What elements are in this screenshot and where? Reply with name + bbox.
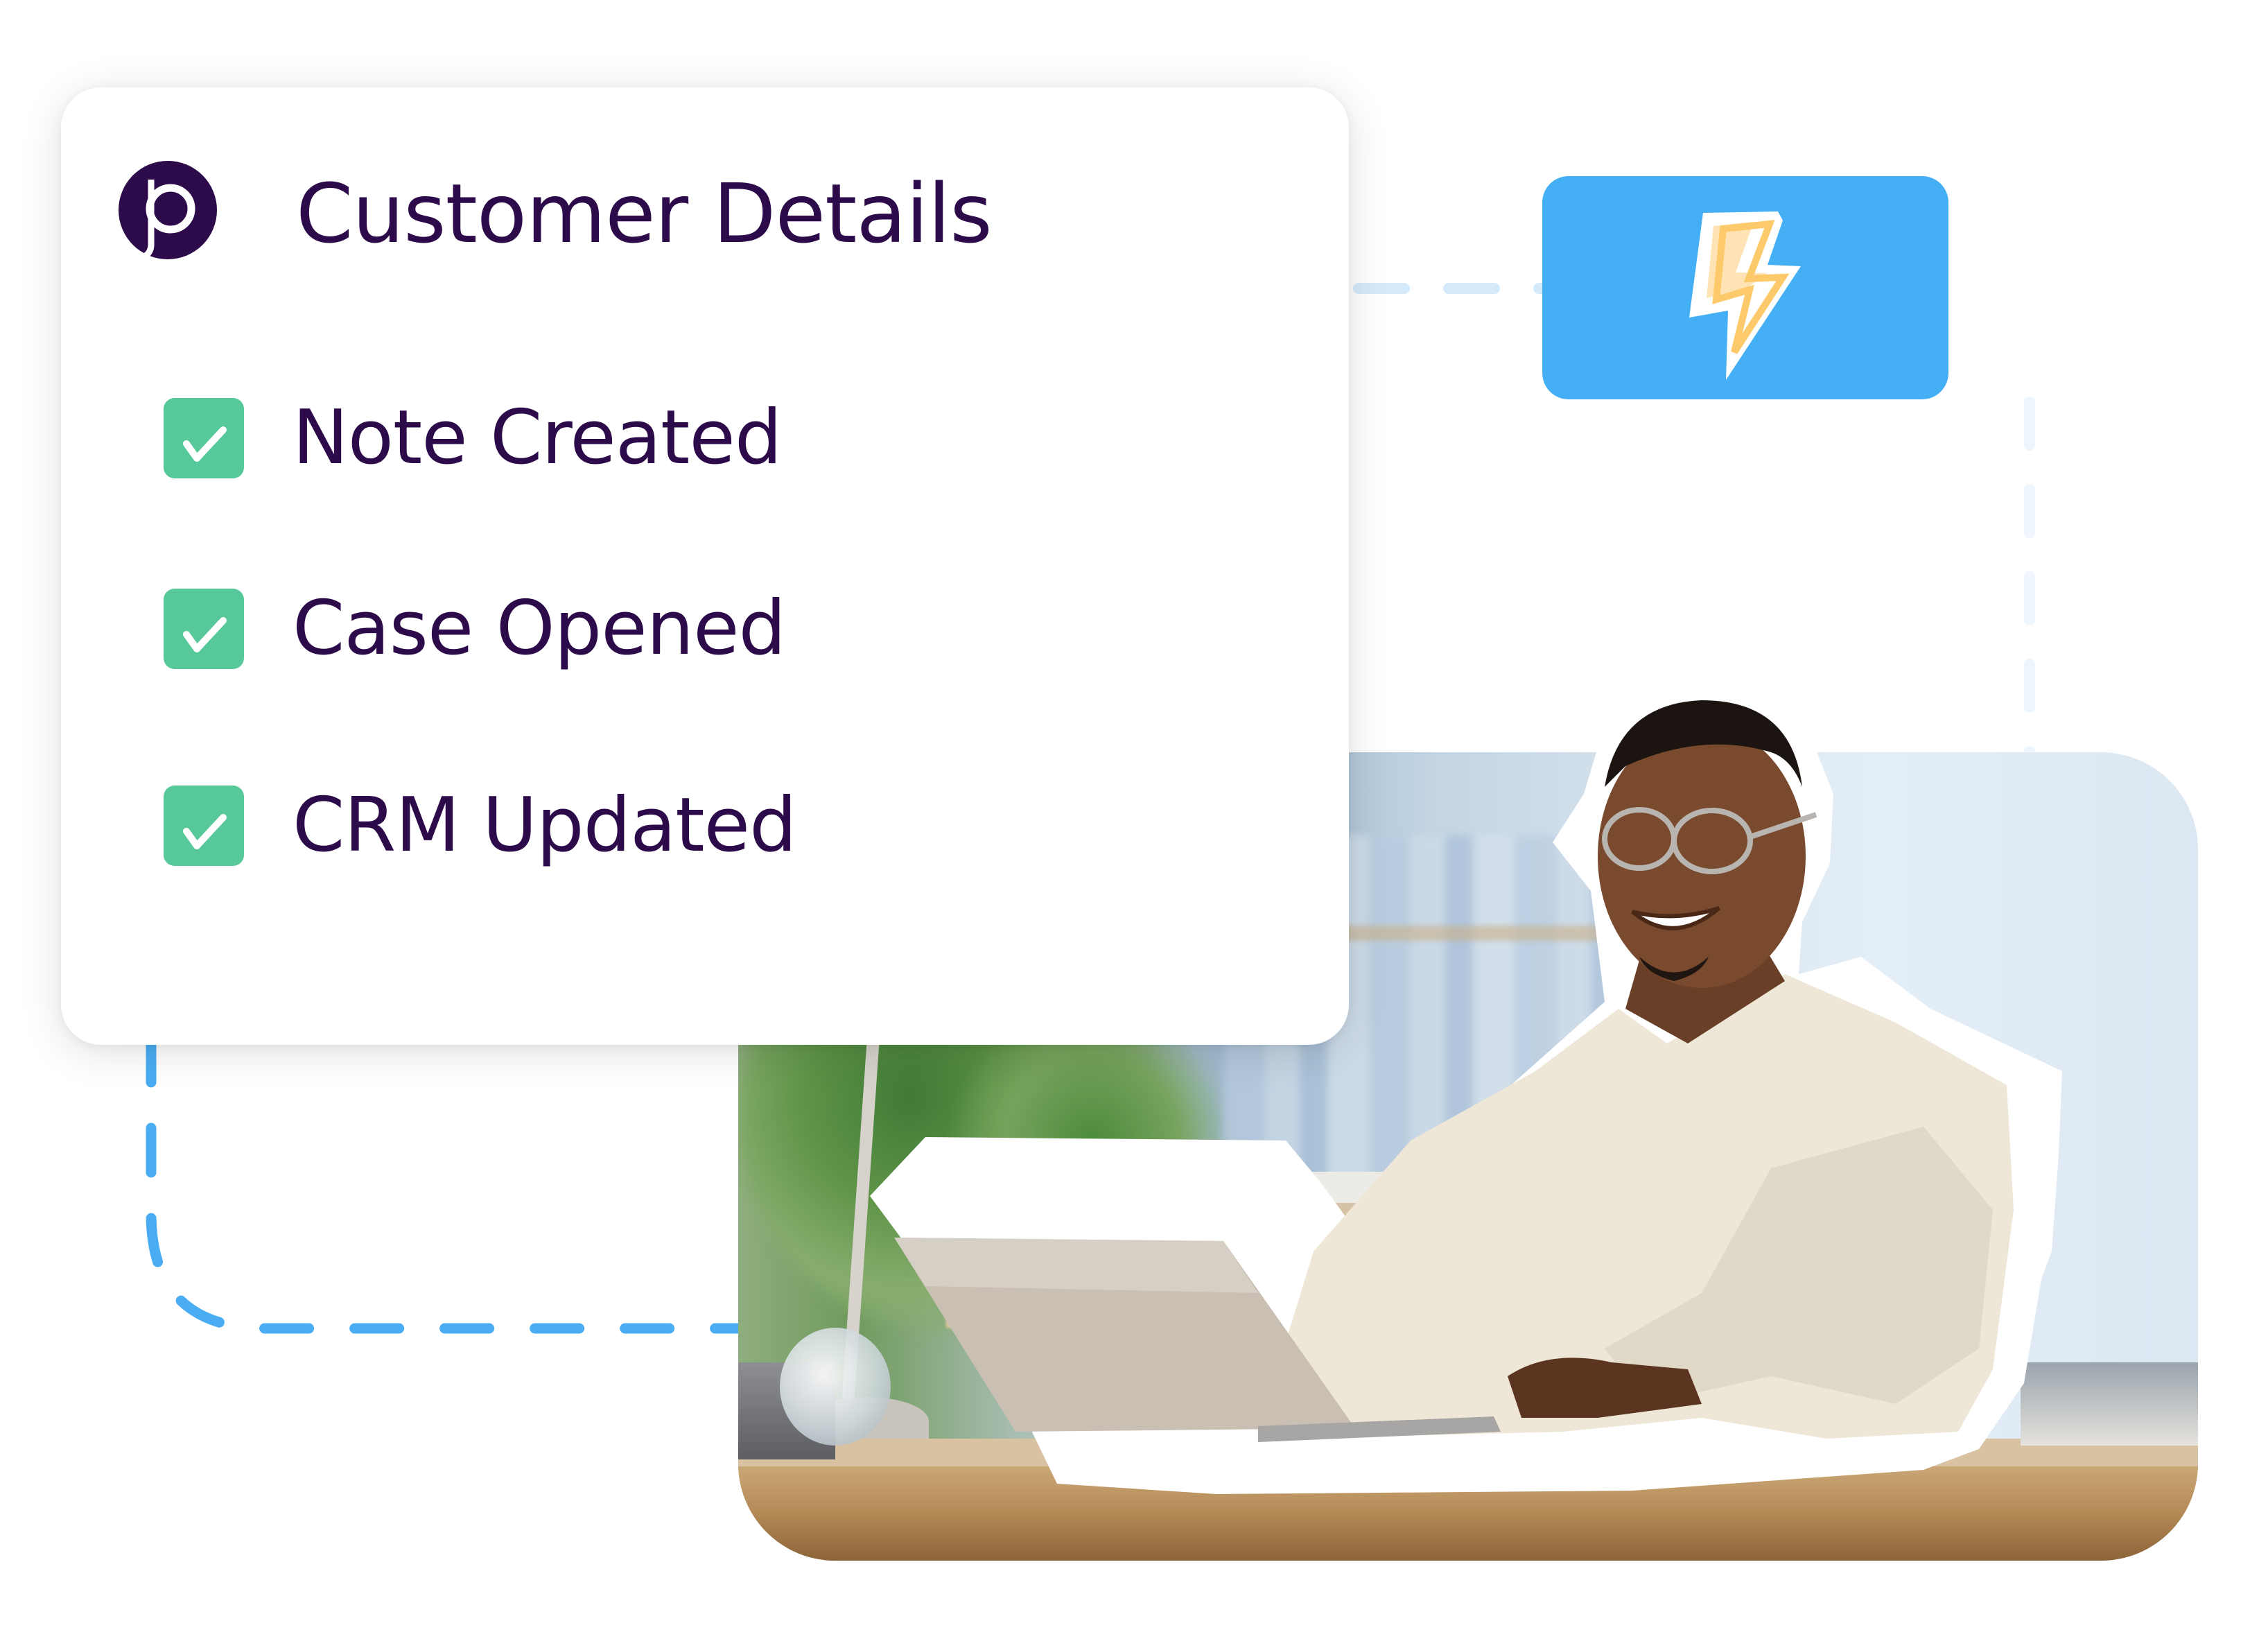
photo-right-desk — [2021, 1362, 2198, 1446]
person-shirt-shade — [1605, 1127, 1993, 1404]
person-hands — [1508, 1358, 1702, 1418]
brand-p-logo-icon — [119, 161, 217, 259]
list-item-crm-updated: CRM Updated — [164, 782, 797, 869]
laptop-base — [1258, 1416, 1501, 1442]
person-beard — [1639, 957, 1709, 981]
laptop-screen-shade — [894, 1238, 1258, 1293]
item-label: Note Created — [293, 394, 782, 481]
person-smile — [1631, 906, 1720, 930]
connector-card-to-photo — [146, 1039, 744, 1334]
list-item-case-opened: Case Opened — [164, 585, 786, 672]
check-icon — [183, 426, 227, 462]
card-title: Customer Details — [296, 166, 993, 261]
photo-glass-globe — [780, 1328, 891, 1446]
check-icon — [183, 617, 227, 652]
checkbox-case-opened[interactable] — [164, 589, 244, 669]
item-label: CRM Updated — [293, 782, 797, 869]
check-icon — [183, 814, 227, 849]
customer-details-card: Customer Details Note Created Case Opene… — [61, 87, 1349, 1045]
person-hair — [1605, 700, 1802, 787]
list-item-note-created: Note Created — [164, 394, 782, 481]
item-label: Case Opened — [293, 585, 786, 672]
person-cutout — [870, 683, 2062, 1494]
lightning-bolt-icon — [1689, 211, 1801, 380]
trigger-block[interactable] — [1542, 176, 1948, 399]
checkbox-crm-updated[interactable] — [164, 786, 244, 866]
person-glasses — [1602, 807, 1817, 874]
checkbox-note-created[interactable] — [164, 398, 244, 478]
